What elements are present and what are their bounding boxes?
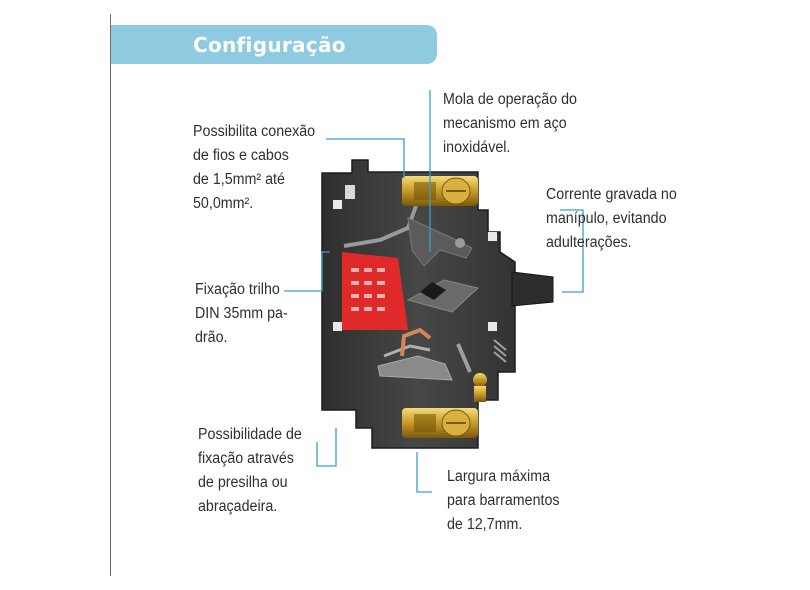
operating-handle — [511, 271, 554, 307]
leader-corrente — [560, 209, 584, 293]
section-title: Configuração — [193, 33, 346, 57]
arc-chamber — [342, 252, 408, 330]
bottom-terminal — [402, 408, 478, 438]
callout-corrente: Corrente gravada no manípulo, evitando a… — [546, 186, 677, 251]
leader-lines — [284, 90, 584, 493]
callout-conexao: Possibilita conexão de fios e cabos de 1… — [193, 123, 316, 212]
leader-largura — [416, 452, 432, 493]
leader-conexao — [326, 138, 405, 178]
top-terminal — [402, 176, 478, 206]
callout-largura: Largura máxima para barramentos de 12,7m… — [447, 468, 560, 533]
mechanism — [343, 205, 507, 402]
callout-presilha: Possibilidade de fixação através de pres… — [198, 426, 302, 515]
breaker-housing — [321, 159, 516, 449]
leader-presilha — [316, 428, 337, 467]
callout-mola: Mola de operação do mecanismo em aço ino… — [443, 91, 577, 156]
leader-fixacao — [284, 251, 330, 292]
callout-fixacao: Fixação trilho DIN 35mm pa- drão. — [195, 281, 288, 346]
left-rule — [110, 14, 111, 576]
section-header: Configuração — [111, 25, 437, 64]
